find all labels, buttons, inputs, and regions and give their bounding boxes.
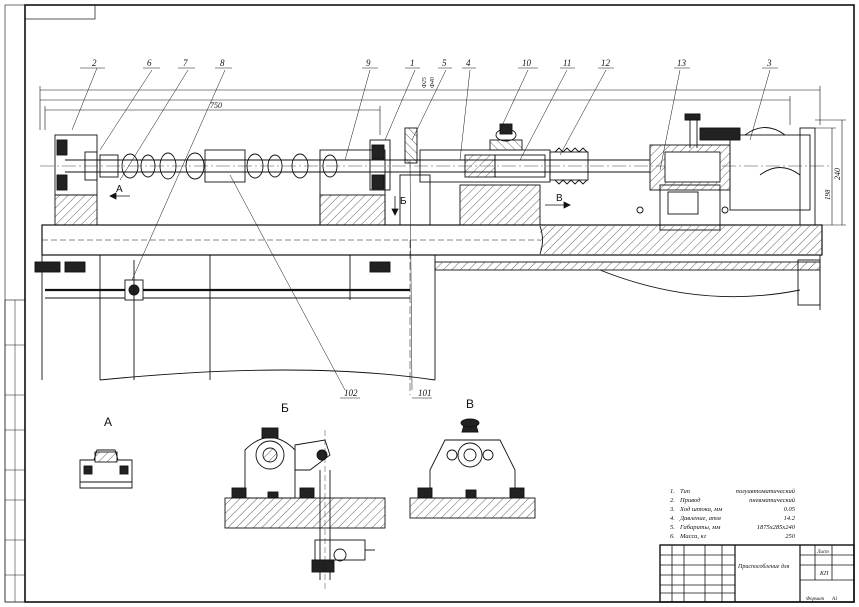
- section-title-a: А: [104, 415, 112, 429]
- spec-row-value: 0.05: [784, 506, 796, 513]
- spec-row-number: 2.: [670, 497, 675, 504]
- callout-10: 10: [522, 58, 532, 68]
- spec-row-name: Давление, атм: [679, 515, 721, 522]
- dim-198: 198: [824, 189, 832, 200]
- pneumatic-cylinder: [636, 113, 816, 231]
- spec-row-name: Масса, кг: [679, 533, 707, 540]
- spec-row-number: 3.: [669, 506, 675, 513]
- spec-row-number: 6.: [670, 533, 675, 540]
- fit-note-2: Ф40: [429, 77, 436, 88]
- dimension-labels: 750 240 198 Ф25 Ф40: [210, 77, 842, 200]
- spec-row-number: 5.: [670, 524, 675, 531]
- title-block-format-value: А1: [831, 597, 838, 602]
- callout-9: 9: [366, 58, 371, 68]
- left-base-block: [54, 194, 98, 226]
- section-view-v: [409, 418, 536, 519]
- spec-row-value: 1875x285x240: [757, 524, 796, 531]
- callout-1: 1: [410, 58, 415, 68]
- section-title-v: В: [466, 397, 474, 411]
- section-arrows: [109, 192, 571, 216]
- callout-13: 13: [677, 58, 687, 68]
- dim-750: 750: [210, 101, 222, 110]
- title-block: [659, 544, 855, 603]
- mid-base-block: [459, 184, 541, 226]
- spec-row-name: Габариты, мм: [679, 524, 720, 531]
- title-block-title: Приспособление для: [737, 563, 790, 570]
- sheet-frame: [4, 4, 855, 603]
- title-block-code: КП: [819, 571, 829, 577]
- spec-row-value: 250: [785, 533, 796, 540]
- lower-frame: [34, 240, 821, 395]
- arrow-label-a: А: [116, 184, 123, 195]
- main-view: [34, 67, 846, 399]
- spec-row-value: полуавтоматический: [736, 488, 796, 495]
- callout-2: 2: [92, 58, 97, 68]
- callout-101: 101: [418, 388, 432, 398]
- spec-row-value: пневматический: [749, 497, 796, 504]
- fit-note-1: Ф25: [422, 77, 428, 88]
- callout-labels: 2 6 7 8 9 1 5 4 10 11 12 13 3 102 101: [92, 58, 772, 398]
- callout-11: 11: [563, 58, 571, 68]
- callout-102: 102: [344, 388, 358, 398]
- spec-row-name: Привод: [679, 497, 701, 504]
- callout-5: 5: [442, 58, 447, 68]
- section-view-b: [224, 427, 386, 590]
- arrow-label-b: Б: [400, 196, 407, 207]
- section-view-a: [79, 449, 133, 489]
- spec-list: 1. Тип полуавтоматический 2. Привод пневматич…: [669, 488, 796, 540]
- callout-4: 4: [466, 58, 471, 68]
- callout-7: 7: [183, 58, 188, 68]
- spec-row-name: Ход штока, мм: [679, 506, 722, 513]
- camshaft: [40, 149, 830, 183]
- title-block-sheet-label: Лист: [816, 550, 829, 555]
- callout-6: 6: [147, 58, 152, 68]
- spec-row-number: 1.: [670, 488, 675, 495]
- section-title-b: Б: [281, 401, 289, 415]
- spec-row-number: 4.: [670, 515, 675, 522]
- callout-3: 3: [766, 58, 772, 68]
- callout-8: 8: [220, 58, 225, 68]
- callout-leaders: [71, 67, 778, 399]
- spec-row-name: Тип: [680, 488, 690, 495]
- dim-240: 240: [833, 168, 842, 180]
- arrow-label-v: В: [556, 193, 563, 204]
- spec-row-value: 14.2: [784, 515, 796, 522]
- overall-dimensions: [39, 86, 846, 226]
- callout-12: 12: [601, 58, 611, 68]
- title-block-format-label: Формат: [806, 597, 824, 602]
- spindle-housing: [419, 123, 650, 185]
